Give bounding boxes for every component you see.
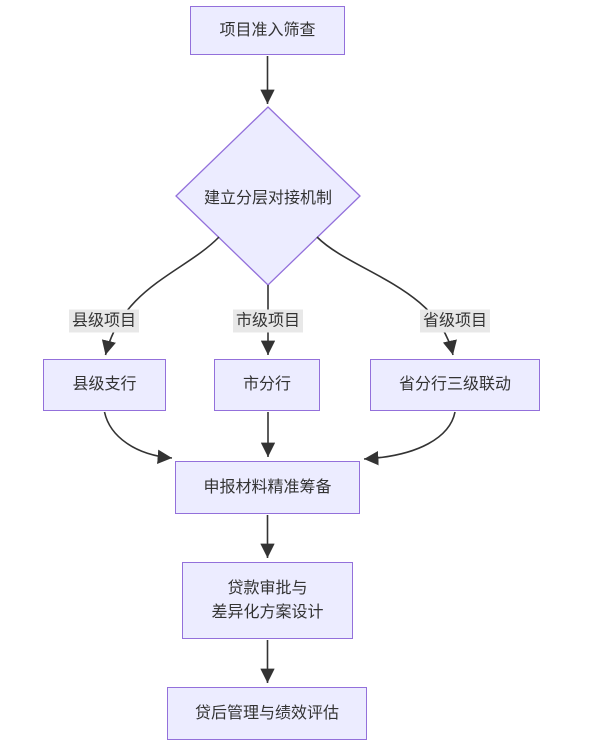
edge-province-branch-to-materials (363, 411, 456, 466)
edge-label-county-project: 县级项目 (68, 309, 140, 333)
edge-county-branch-to-materials (103, 411, 173, 464)
node-materials-preparation: 申报材料精准筹备 (175, 461, 360, 514)
edge-mechanism-to-province-branch (316, 236, 457, 356)
node-county-branch: 县级支行 (43, 359, 166, 411)
node-loan-approval-line1: 贷款审批与 (227, 579, 308, 597)
node-decision-mechanism-label: 建立分层对接机制 (203, 190, 333, 207)
node-loan-approval: 贷款审批与 差异化方案设计 (182, 562, 353, 639)
node-project-screening: 项目准入筛查 (190, 6, 345, 55)
node-post-loan-management: 贷后管理与绩效评估 (167, 687, 367, 740)
node-city-branch: 市分行 (214, 359, 320, 411)
edge-label-city-project: 市级项目 (232, 309, 304, 333)
edge-mechanism-to-county-branch (101, 236, 220, 356)
node-province-branch: 省分行三级联动 (370, 359, 540, 411)
node-loan-approval-line2: 差异化方案设计 (211, 603, 324, 621)
edge-label-province-project: 省级项目 (419, 309, 491, 333)
